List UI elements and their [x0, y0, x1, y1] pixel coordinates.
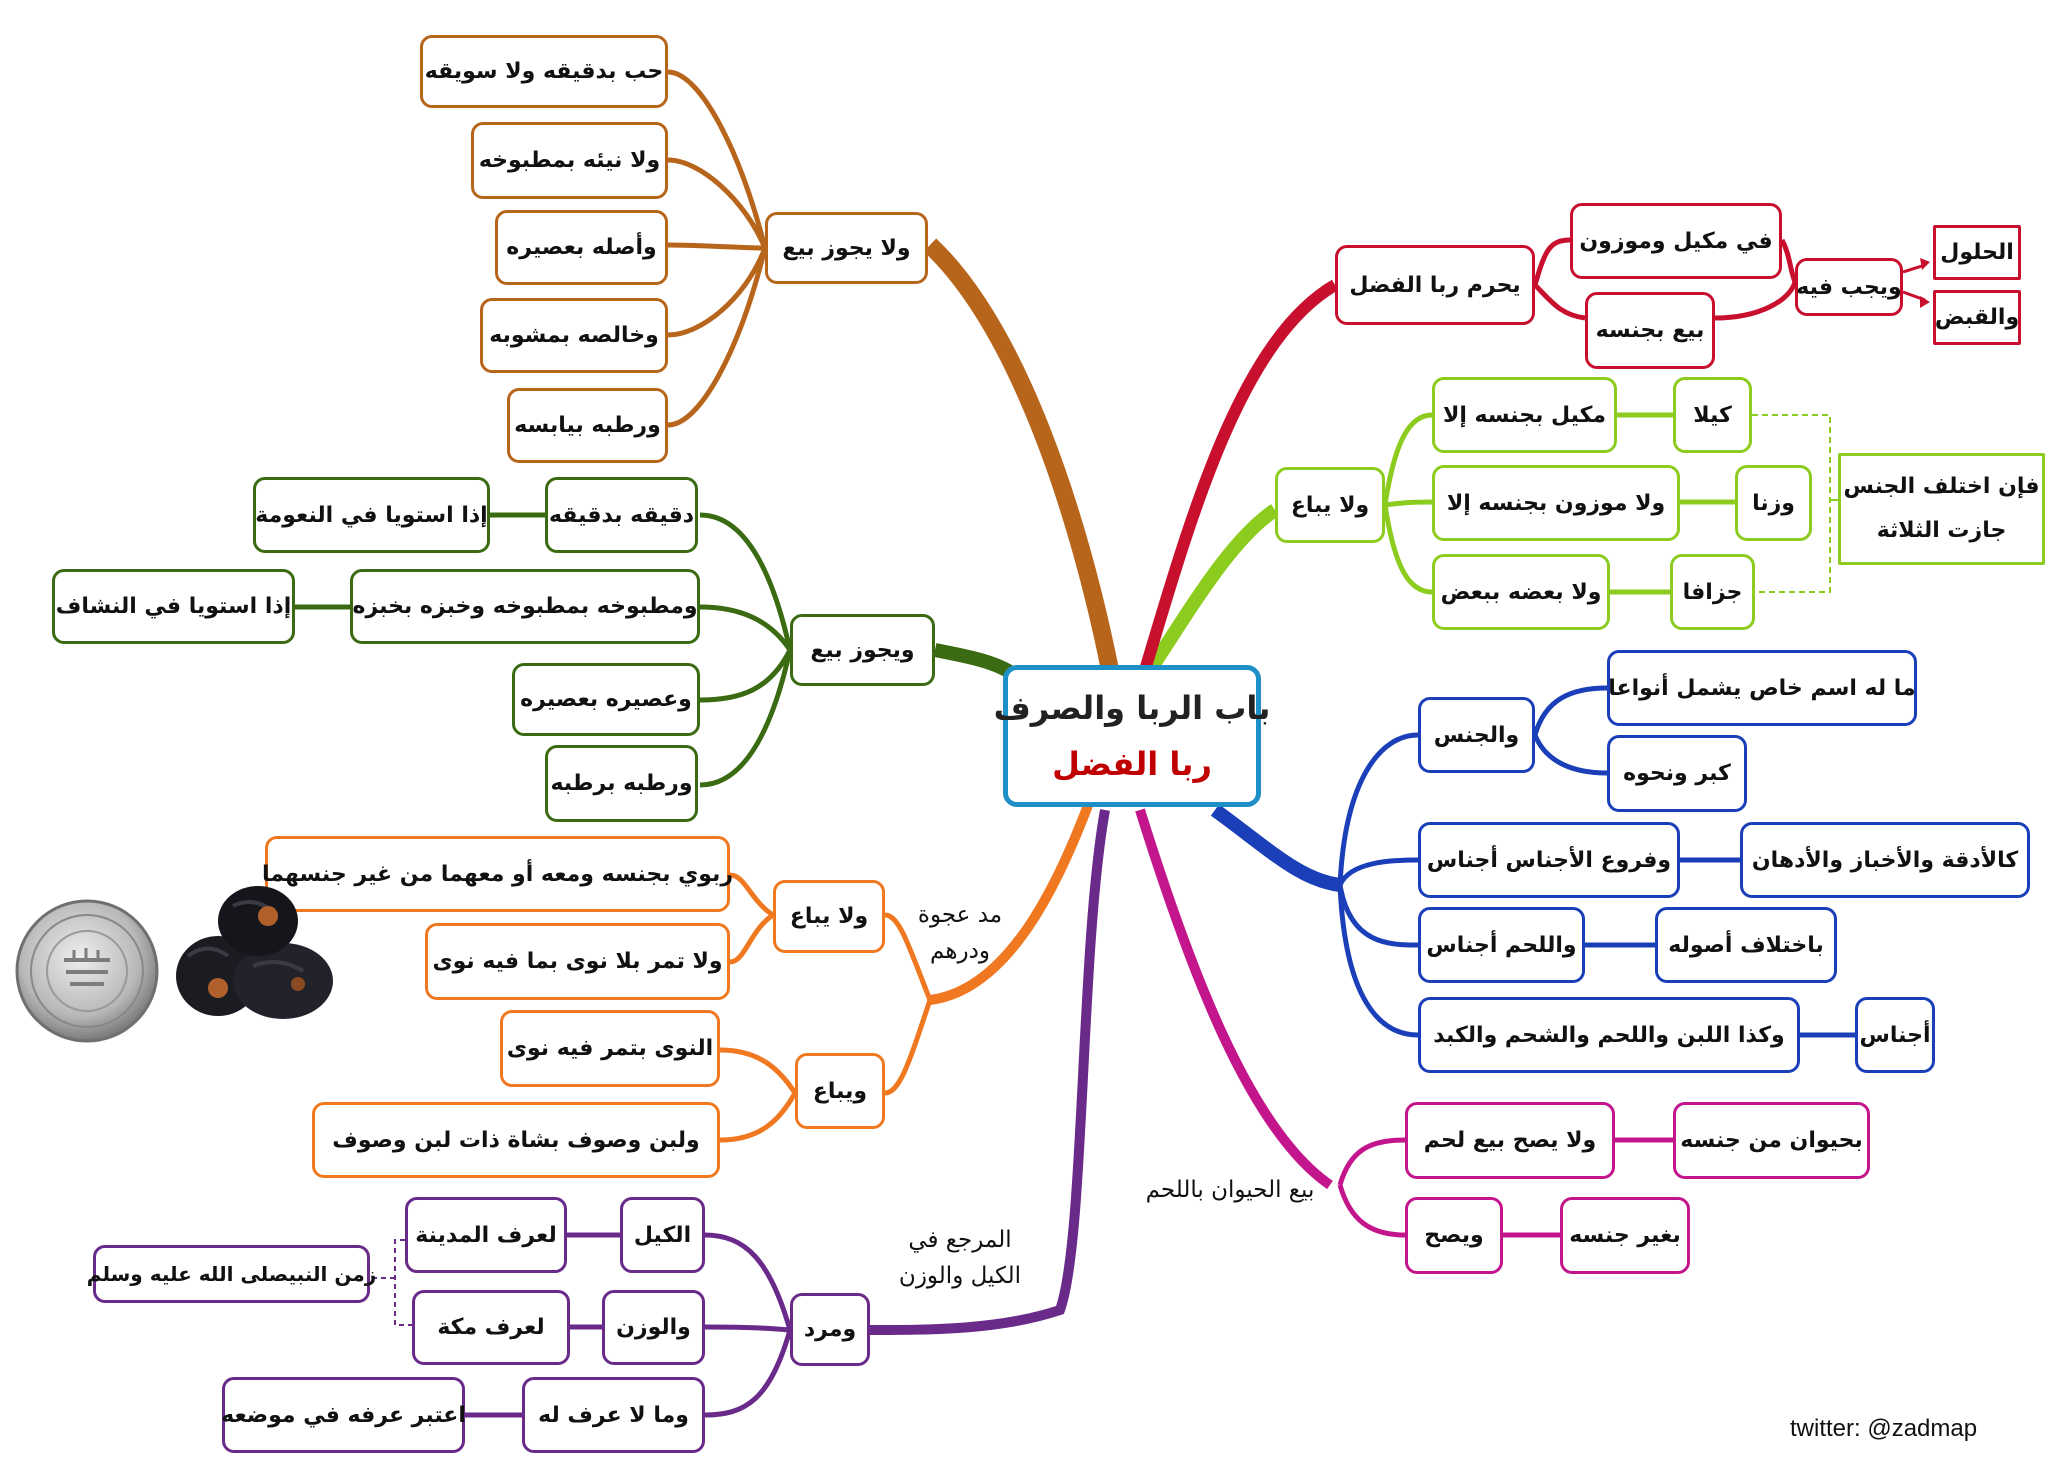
orange-la-item-1[interactable]: ربوي بجنسه ومعه أو معهما من غير جنسهما [262, 836, 733, 912]
magenta-label: بيع الحيوان باللحم [1145, 1177, 1315, 1203]
purple-kail-urf[interactable]: لعرف المدينة [405, 1197, 567, 1273]
wire-purple-main [869, 809, 1110, 1335]
root-node[interactable]: باب الربا والصرف ربا الفضل [994, 665, 1270, 807]
blue-laban-result[interactable]: أجناس [1855, 997, 1935, 1073]
magenta-item-1-b[interactable]: بحيوان من جنسه [1673, 1102, 1870, 1179]
lime-row-1-b[interactable]: كيلا [1673, 377, 1752, 453]
orange-yubaa-item-2[interactable]: ولبن وصوف بشاة ذات لبن وصوف [312, 1102, 720, 1178]
purple-ma[interactable]: وما لا عرف له [522, 1377, 705, 1453]
red-wajib[interactable]: ويجب فيه [1795, 258, 1903, 316]
lime-row-1[interactable]: مكيل بجنسه إلا [1432, 377, 1617, 453]
wires-purple [370, 1232, 793, 1418]
lime-row-3-b[interactable]: جزافا [1670, 554, 1755, 630]
red-sub-2[interactable]: بيع بجنسه [1585, 292, 1715, 369]
brown-item-3[interactable]: وأصله بعصيره [495, 210, 668, 285]
green-item-3[interactable]: وعصيره بعصيره [512, 663, 700, 736]
root-subtitle: ربا الفضل [1052, 745, 1212, 783]
orange-yubaa[interactable]: ويباع [795, 1053, 885, 1129]
red-main[interactable]: يحرم ربا الفضل [1335, 245, 1535, 325]
blue-jins[interactable]: والجنس [1418, 697, 1535, 773]
wire-brown-main [923, 238, 1119, 672]
wire-green-main [933, 643, 1014, 679]
purple-ma-urf[interactable]: اعتبر عرفه في موضعه [221, 1377, 466, 1453]
lime-note-line2: جازت الثلاثة [1876, 518, 2007, 543]
wires-lime [1382, 412, 1838, 595]
brown-item-4[interactable]: وخالصه بمشوبه [480, 298, 668, 373]
green-main[interactable]: ويجوز بيع [790, 614, 935, 686]
wires-orange [719, 872, 933, 1143]
orange-la-item-2[interactable]: ولا تمر بلا نوى بما فيه نوى [425, 923, 730, 1000]
wire-magenta-main [1135, 808, 1333, 1190]
blue-lahm[interactable]: واللحم أجناس [1418, 907, 1585, 983]
lime-row-2[interactable]: ولا موزون بجنسه إلا [1432, 465, 1680, 541]
orange-label: مد عجوة ودرهم [905, 897, 1015, 969]
wire-orange-main [929, 798, 1095, 1005]
brown-item-2[interactable]: ولا نيئه بمطبوخه [471, 122, 668, 199]
wires-red [1532, 237, 1930, 321]
brown-item-1[interactable]: حب بدقيقه ولا سويقه [420, 35, 668, 108]
purple-label-line2: الكيل والوزن [898, 1263, 1022, 1289]
orange-la-yubaa[interactable]: ولا يباع [773, 880, 885, 953]
magenta-item-1[interactable]: ولا يصح بيع لحم [1405, 1102, 1615, 1179]
orange-label-line2: ودرهم [930, 938, 990, 964]
lime-note-line1: فإن اختلف الجنس [1843, 474, 2040, 499]
red-cond-2[interactable]: والقبض [1933, 290, 2021, 345]
magenta-item-2[interactable]: ويصح [1405, 1197, 1503, 1274]
lime-note[interactable]: فإن اختلف الجنس جازت الثلاثة [1838, 453, 2045, 565]
wires-green [295, 512, 793, 788]
magenta-item-2-b[interactable]: بغير جنسه [1560, 1197, 1690, 1274]
green-item-2[interactable]: ومطبوخه بمطبوخه وخبزه بخبزه [350, 569, 700, 644]
green-item-2-cond[interactable]: إذا استويا في النشاف [52, 569, 295, 644]
green-item-1-cond[interactable]: إذا استويا في النعومة [253, 477, 490, 553]
green-item-1[interactable]: دقيقه بدقيقه [545, 477, 698, 553]
orange-yubaa-item-1[interactable]: النوى بتمر فيه نوى [500, 1010, 720, 1087]
green-item-4[interactable]: ورطبه برطبه [545, 745, 698, 822]
brown-main[interactable]: ولا يجوز بيع [765, 212, 928, 284]
blue-jins-def[interactable]: ما له اسم خاص يشمل أنواعا [1607, 650, 1917, 726]
silver-dirham-coin-icon [15, 899, 159, 1043]
orange-label-line1: مد عجوة [917, 902, 1003, 928]
wires-magenta [1337, 1137, 1673, 1238]
purple-label: المرجع في الكيل والوزن [885, 1222, 1035, 1294]
red-cond-1[interactable]: الحلول [1933, 225, 2021, 280]
wire-red-main [1139, 279, 1339, 672]
purple-label-line1: المرجع في [908, 1227, 1012, 1253]
wires-brown [667, 69, 768, 428]
twitter-credit[interactable]: twitter: @zadmap [1790, 1415, 1978, 1442]
red-sub-1[interactable]: في مكيل وموزون [1570, 203, 1782, 279]
blue-laban[interactable]: وكذا اللبن واللحم والشحم والكبد [1418, 997, 1800, 1073]
wire-lime-main [1144, 504, 1279, 674]
lime-row-3[interactable]: ولا بعضه ببعض [1432, 554, 1610, 630]
lime-row-2-b[interactable]: وزنا [1735, 465, 1812, 541]
brown-item-5[interactable]: ورطبه بيابسه [507, 388, 668, 463]
blue-lahm-reason[interactable]: باختلاف أصوله [1655, 907, 1837, 983]
blue-furu[interactable]: وفروع الأجناس أجناس [1418, 822, 1680, 898]
ajwa-dates-icon [176, 886, 333, 1019]
wires-blue [1337, 685, 1855, 1038]
purple-main[interactable]: ومرد [790, 1293, 870, 1366]
blue-jins-example[interactable]: كبر ونحوه [1607, 735, 1747, 812]
wire-blue-main [1210, 804, 1342, 892]
blue-furu-example[interactable]: كالأدقة والأخباز والأدهان [1740, 822, 2030, 898]
purple-zaman-note[interactable]: زمن النبيصلى الله عليه وسلم [87, 1245, 376, 1303]
purple-kail[interactable]: الكيل [620, 1197, 705, 1273]
purple-wazn[interactable]: والوزن [602, 1290, 705, 1365]
lime-main[interactable]: ولا يباع [1275, 467, 1385, 543]
purple-wazn-urf[interactable]: لعرف مكة [412, 1290, 570, 1365]
root-title: باب الربا والصرف [993, 689, 1271, 727]
